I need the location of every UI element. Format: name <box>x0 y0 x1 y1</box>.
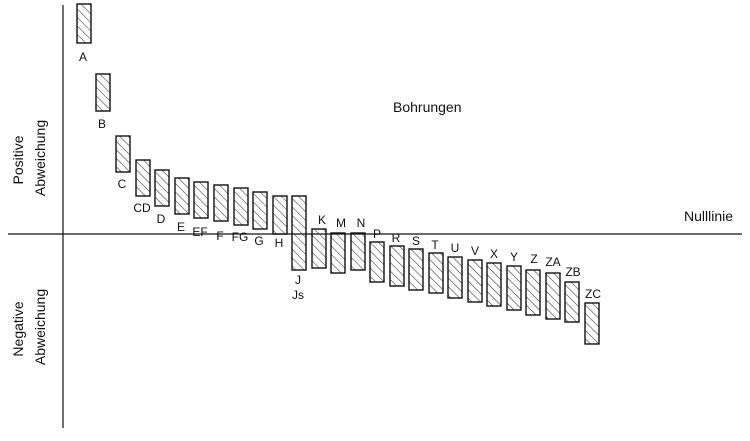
zone-label-x: X <box>490 247 498 261</box>
tolerance-zone-f <box>213 184 229 222</box>
zone-label-u: U <box>451 241 460 255</box>
tolerance-zone-za <box>545 272 561 320</box>
holes-title: Bohrungen <box>393 99 462 115</box>
tolerance-zone-k <box>311 228 327 269</box>
negative-label-line1: Negative <box>10 301 26 356</box>
zone-label-f: F <box>216 229 223 243</box>
tolerance-zone-u <box>447 256 463 299</box>
tolerance-zone-e <box>174 177 190 215</box>
tolerance-zone-h <box>272 195 288 235</box>
tolerance-zone-j <box>291 195 307 271</box>
zone-label-k: K <box>318 213 326 227</box>
negative-deviation-label: Negative Abweichung <box>10 289 48 365</box>
tolerance-zone-d <box>154 169 170 207</box>
zone-label-y: Y <box>510 250 518 264</box>
tolerance-zone-r <box>389 245 405 287</box>
tolerance-zone-x <box>486 262 502 307</box>
tolerance-zone-zc <box>584 302 600 345</box>
zone-label-fg: FG <box>232 230 249 244</box>
tolerance-zone-a <box>76 3 92 44</box>
zone-label-j: J <box>295 273 301 287</box>
zone-label-r: R <box>392 231 401 245</box>
tolerance-zone-zb <box>564 281 580 323</box>
zone-label-g: G <box>254 234 263 248</box>
zone-label-e: E <box>177 220 185 234</box>
tolerance-zone-z <box>525 269 541 316</box>
zone-label-za: ZA <box>545 255 560 269</box>
zone-label-m: M <box>336 216 346 230</box>
zone-label-s: S <box>412 234 420 248</box>
zone-label-d: D <box>157 212 166 226</box>
tolerance-zone-n <box>350 232 366 271</box>
tolerance-zone-b <box>95 73 111 112</box>
zone-label-b: B <box>98 117 106 131</box>
zone-label-z: Z <box>530 252 537 266</box>
positive-label-line1: Positive <box>10 135 26 184</box>
tolerance-zone-m <box>330 232 346 274</box>
tolerance-zone-c <box>115 135 131 173</box>
tolerance-zone-g <box>252 191 268 230</box>
tolerance-zone-fg <box>233 187 249 226</box>
zone-label-js: Js <box>292 288 304 302</box>
tolerance-zone-p <box>369 241 385 283</box>
zone-label-h: H <box>275 236 284 250</box>
zone-label-c: C <box>118 177 127 191</box>
positive-deviation-label: Positive Abweichung <box>10 120 48 196</box>
zone-label-ef: EF <box>192 225 207 239</box>
zone-label-cd: CD <box>133 201 151 215</box>
zone-label-zb: ZB <box>565 265 580 279</box>
zone-label-t: T <box>431 238 439 252</box>
tolerance-zones <box>76 3 600 345</box>
zone-label-zc: ZC <box>585 287 601 301</box>
tolerance-zone-y <box>506 265 522 311</box>
tolerance-zone-t <box>428 252 444 294</box>
tolerance-zone-v <box>467 259 483 303</box>
tolerance-zone-cd <box>135 159 151 197</box>
zone-label-n: N <box>357 216 366 230</box>
zone-label-p: P <box>373 227 381 241</box>
tolerance-zone-ef <box>193 181 209 219</box>
positive-label-line2: Abweichung <box>32 120 48 196</box>
zone-label-v: V <box>471 244 479 258</box>
negative-label-line2: Abweichung <box>32 289 48 365</box>
zone-label-a: A <box>79 50 87 64</box>
tolerance-zone-s <box>408 248 424 291</box>
zero-line-label: Nulllinie <box>684 208 733 224</box>
